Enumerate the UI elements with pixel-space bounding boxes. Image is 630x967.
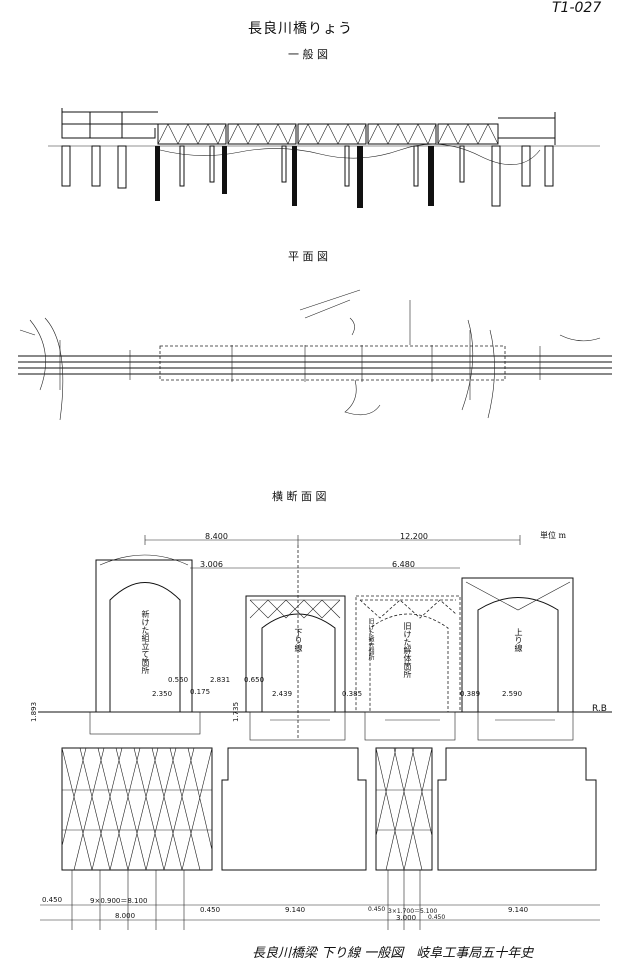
piers [61,145,554,208]
truss-spans [157,123,499,145]
bottom-dim-7: 3×1.700＝5.100 [388,908,438,915]
label-old-girder-dismantle: 旧けた解体箇所 [403,622,412,678]
bottom-dim-2: 9×0.900＝8.100 [90,897,148,905]
dim-mid-1: 3.006 [200,560,223,569]
dim-inner-9: 2.590 [502,690,523,698]
bottom-dim-6: 0.450 [368,906,386,913]
dim-inner-6: 2.439 [272,690,293,698]
dim-inner-1: 0.560 [168,676,189,684]
timber-bent-right [375,747,433,871]
dim-inner-2: 2.831 [210,676,231,684]
deck-girders [89,711,574,741]
top-dimension-lines [144,535,521,740]
timber-bent-left [61,747,213,871]
frame-down-line [245,595,346,713]
section-title-plan: 平 面 図 [288,250,328,263]
label-old-girder-removal: 旧けた撤去個所 [367,618,374,660]
frame-old-girder-dismantle [355,595,461,713]
bottom-dim-9: 0.450 [428,914,446,921]
frame-new-girder-assembly [95,554,193,713]
section-title-cross: 横 断 面 図 [272,490,327,503]
dim-inner-5: 0.175 [190,688,211,696]
bottom-dim-4: 8.000 [115,912,136,920]
rail-base-label: R.B [592,704,607,714]
dim-top-2: 12.200 [400,532,428,541]
dim-mid-2: 6.480 [392,560,415,569]
height-dim-1: 1.893 [30,701,38,722]
height-dim-2: 1.735 [232,701,240,722]
label-down-line: 下り線 [294,628,303,652]
drawing-title: 長良川橋りょう [248,21,353,37]
label-up-line: 上り線 [514,628,523,652]
dim-inner-3: 0.650 [244,676,265,684]
bottom-dim-3: 0.450 [200,906,221,914]
dim-inner-8: 0.389 [460,690,481,698]
dim-top-1: 8.400 [205,532,228,541]
sheet-code: T1-027 [552,0,602,16]
bottom-dim-1: 0.450 [42,896,63,904]
handwritten-caption: 長良川橋梁 下り線 一般図 岐阜工事局五十年史 [252,946,534,961]
bottom-dim-10: 9.140 [508,906,529,914]
dim-inner-4: 2.350 [152,690,173,698]
bottom-dim-5: 9.140 [285,906,306,914]
concrete-piers [221,747,597,871]
label-new-girder-assembly: 新けた組立て箇所 [141,610,150,674]
frame-up-line [461,577,574,713]
section-title-general: 一 般 図 [288,48,328,61]
dim-inner-7: 0.385 [342,690,363,698]
bottom-dim-8: 3.000 [396,914,417,922]
unit-label: 単位 m [540,531,567,540]
